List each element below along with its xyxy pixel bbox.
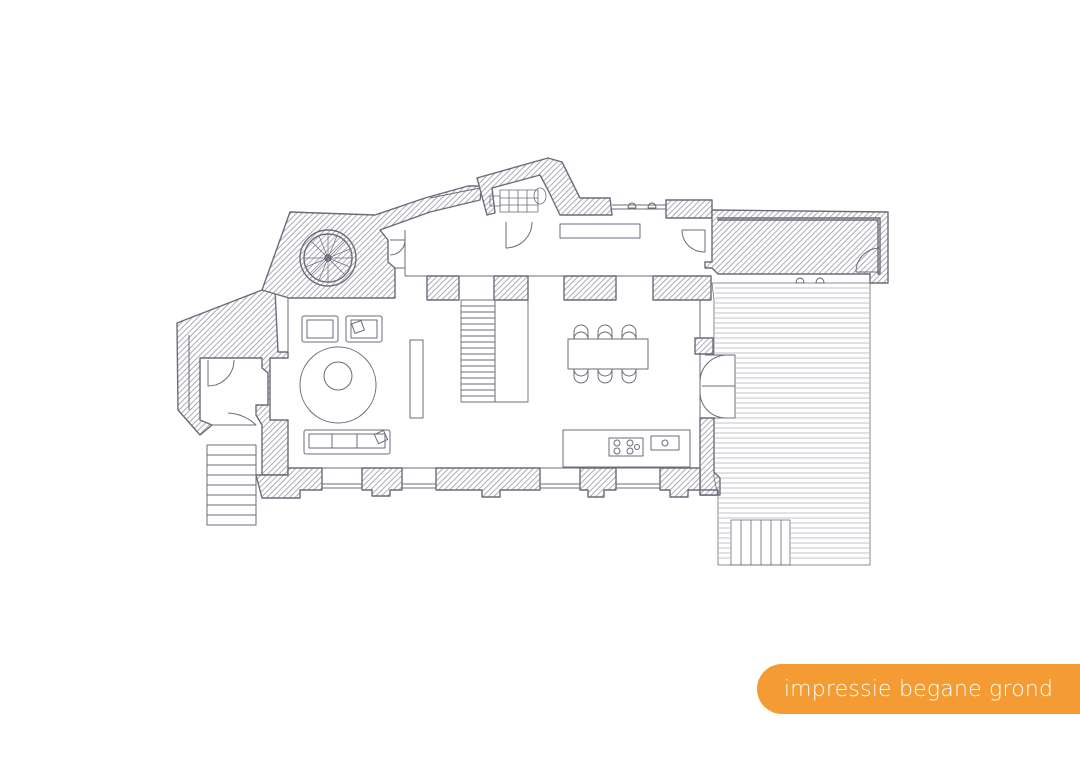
north-wall-right bbox=[665, 199, 713, 219]
caption-text: impressie begane grond bbox=[783, 676, 1054, 702]
entrance-stairs bbox=[206, 444, 257, 526]
south-wall-1 bbox=[255, 467, 323, 499]
tower-wall bbox=[261, 185, 483, 299]
south-wall-2 bbox=[361, 467, 403, 497]
toilet-wall bbox=[476, 157, 613, 216]
east-wall-lower bbox=[699, 417, 721, 496]
terrace-deck bbox=[711, 282, 871, 566]
pier-4 bbox=[652, 275, 712, 301]
south-wall-3 bbox=[435, 467, 541, 498]
kitchen bbox=[559, 223, 691, 468]
dining-set bbox=[567, 324, 649, 384]
window-lines bbox=[188, 187, 666, 489]
pier-2 bbox=[493, 275, 529, 301]
central-stair bbox=[460, 299, 529, 403]
west-wall bbox=[176, 289, 289, 476]
annex-wall bbox=[704, 209, 889, 284]
pier-1 bbox=[426, 275, 460, 301]
spiral-stair bbox=[299, 229, 357, 287]
south-wall-4 bbox=[579, 467, 617, 498]
outer-walls bbox=[176, 157, 889, 499]
caption-badge: impressie begane grond bbox=[757, 664, 1080, 714]
living-furniture bbox=[299, 315, 424, 455]
room-outline bbox=[287, 230, 711, 469]
east-pier-1 bbox=[694, 337, 714, 355]
toilet-room bbox=[489, 187, 547, 213]
deck-boards bbox=[715, 287, 869, 559]
pier-3 bbox=[563, 275, 617, 301]
south-wall-5 bbox=[659, 467, 719, 498]
